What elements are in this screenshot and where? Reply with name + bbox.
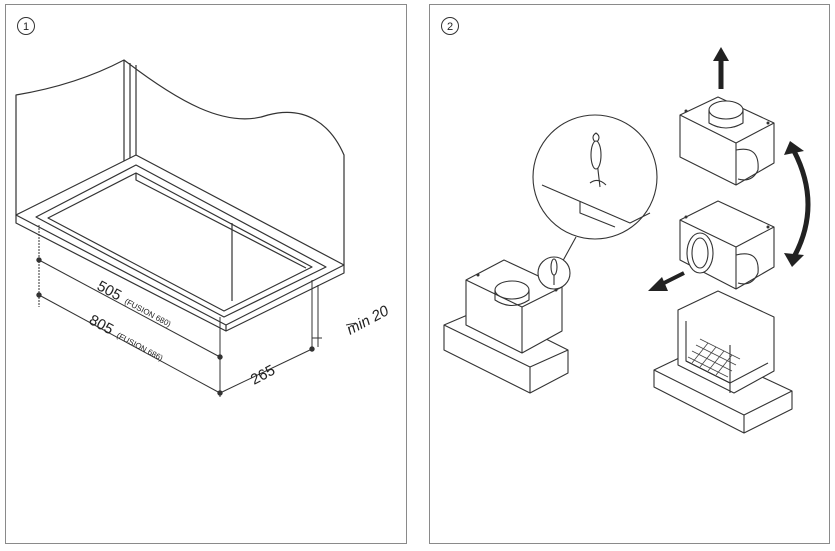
dim-505-label: 505 [94,278,124,305]
motor-rotation-diagram [443,47,811,434]
cutout-inner [47,172,313,312]
filter-housing [677,290,775,394]
motor-box-top-right [679,96,775,186]
step-1-badge: 1 [17,17,35,35]
cutout-opening [35,164,327,318]
dim-805-note: (FUSION 686) [115,331,165,363]
dim-line-265 [219,348,313,394]
dim-line-505 [38,259,221,358]
step-2-panel: 2 [429,4,830,544]
dim-min20-label: min 20 [344,302,392,338]
cabinet-back-wall [123,59,345,265]
filter-grid [687,338,741,378]
motor-box-left [465,259,563,354]
dim-505-note: (FUSION 680) [123,297,173,329]
cabinet-cutout-diagram: 505 (FUSION 680) 805 (FUSION 686) 265 mi… [15,59,392,397]
dim-265-label: 265 [248,362,278,389]
step-2-badge: 2 [441,17,459,35]
arrow-rotate [791,149,811,259]
magnifier-circle [532,114,658,240]
dim-line-805 [38,294,221,394]
step-1-panel: 1 [5,4,407,544]
